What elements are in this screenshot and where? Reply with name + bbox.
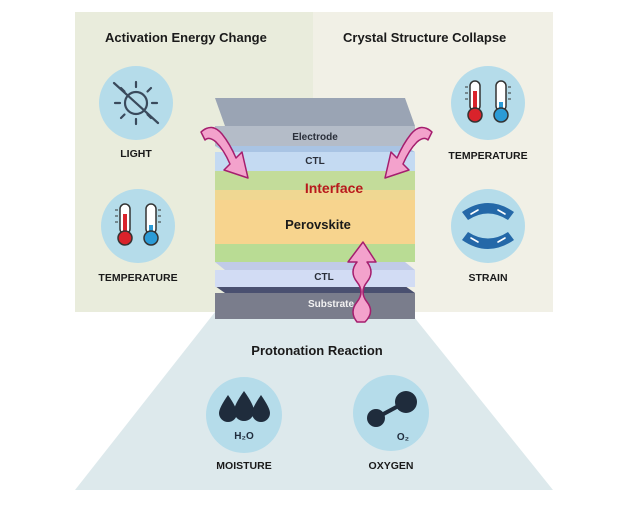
- electrode-label: Electrode: [292, 132, 338, 143]
- oxygen-formula: O₂: [396, 432, 410, 443]
- temperature-right-label: TEMPERATURE: [448, 150, 528, 162]
- protonation-title: Protonation Reaction: [251, 343, 383, 358]
- light-label: LIGHT: [120, 148, 152, 160]
- perovskite-label: Perovskite: [285, 217, 351, 232]
- strain-icon-circle: [451, 189, 525, 263]
- thermometer-pair-icon: [465, 80, 511, 123]
- crystal-structure-title: Crystal Structure Collapse: [343, 30, 507, 45]
- thermometer-pair-icon: [115, 203, 161, 246]
- interface-blend: [215, 190, 415, 200]
- ctl-top-layer-top: [215, 146, 415, 152]
- light-off-icon: [112, 80, 160, 126]
- substrate-layer: [215, 293, 415, 319]
- oxygen-label: OXYGEN: [368, 460, 414, 472]
- temperature-left-label: TEMPERATURE: [98, 272, 178, 284]
- ctl-bottom-layer-top: [215, 262, 415, 270]
- water-formula: H₂O: [234, 431, 254, 442]
- substrate-label: Substrate: [307, 299, 355, 310]
- activation-energy-title: Activation Energy Change: [105, 30, 267, 45]
- ctl-bottom-label: CTL: [314, 272, 334, 283]
- temperature-left-icon-circle: [101, 189, 175, 263]
- substrate-layer-top: [215, 286, 415, 293]
- layer-stack: [215, 98, 415, 319]
- stress-arrow-icon: [200, 126, 433, 323]
- electrode-layer-top: [215, 98, 415, 126]
- oxygen-icon-circle: [353, 375, 429, 451]
- ctl-top-label: CTL: [305, 156, 325, 167]
- temperature-right-icon-circle: [451, 66, 525, 140]
- strain-arrows-icon: [462, 203, 514, 249]
- strain-label: STRAIN: [468, 272, 508, 284]
- moisture-label: MOISTURE: [216, 460, 272, 472]
- interface-label: Interface: [304, 180, 364, 196]
- oxygen-molecule-icon: [367, 391, 417, 427]
- ctl-top-layer: [215, 152, 415, 171]
- electrode-layer: [215, 126, 415, 146]
- bottom-panel: [75, 312, 553, 490]
- water-drops-icon: [219, 391, 270, 422]
